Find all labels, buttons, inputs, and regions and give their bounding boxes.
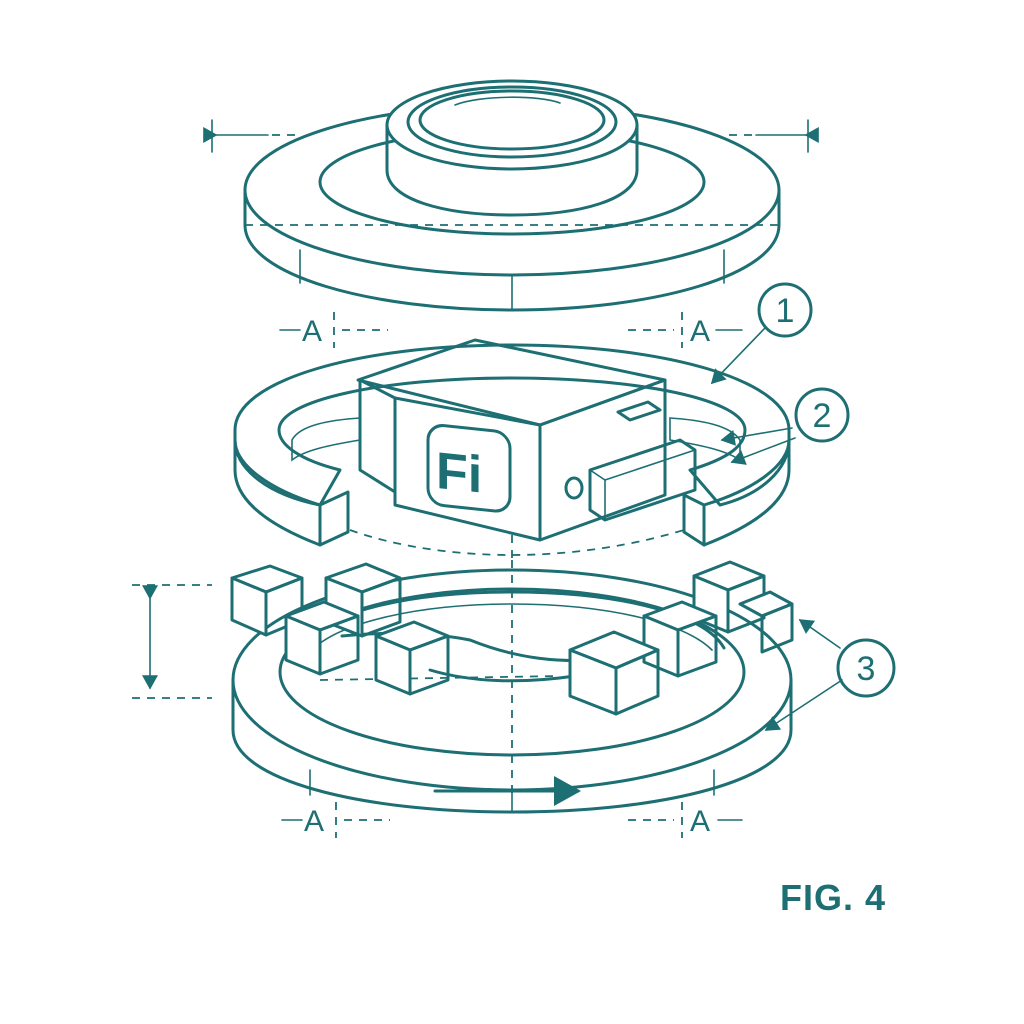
cube bbox=[738, 590, 794, 654]
top-puck-center bbox=[418, 89, 606, 151]
top-puck-inner bbox=[406, 85, 618, 159]
section-mark-upper-right: A bbox=[628, 312, 743, 348]
section-label: A bbox=[304, 805, 324, 838]
cube bbox=[568, 630, 660, 716]
callout-1: 1 bbox=[757, 282, 813, 338]
chip-right-face bbox=[538, 378, 667, 542]
top-cap-assembly bbox=[203, 79, 819, 312]
chip-logo-badge bbox=[426, 424, 512, 513]
top-puck-wall bbox=[385, 123, 639, 217]
section-label: A bbox=[690, 805, 710, 838]
section-mark-lower-right: A bbox=[628, 802, 743, 838]
chip-module: Fi bbox=[356, 338, 697, 542]
section-label: A bbox=[302, 315, 322, 348]
cube bbox=[284, 600, 360, 676]
bottom-ring-assembly bbox=[132, 560, 843, 814]
section-mark-upper-left: A bbox=[279, 312, 388, 348]
section-mark-lower-left: A bbox=[281, 802, 390, 838]
callout-number: 1 bbox=[776, 292, 795, 330]
cube bbox=[374, 620, 450, 696]
callout-3: 3 bbox=[836, 638, 896, 698]
callout-2: 2 bbox=[794, 387, 850, 443]
callout-number: 3 bbox=[857, 650, 876, 688]
cube-array bbox=[230, 560, 794, 716]
callout-number: 2 bbox=[813, 397, 832, 435]
chip-connector bbox=[588, 438, 697, 522]
section-label: A bbox=[690, 315, 710, 348]
cube bbox=[642, 600, 718, 678]
figure-caption: FIG. 4 bbox=[780, 877, 886, 918]
middle-ring-assembly: Fi bbox=[233, 327, 796, 560]
cube bbox=[230, 564, 304, 637]
chip-logo-text: Fi bbox=[436, 442, 482, 505]
